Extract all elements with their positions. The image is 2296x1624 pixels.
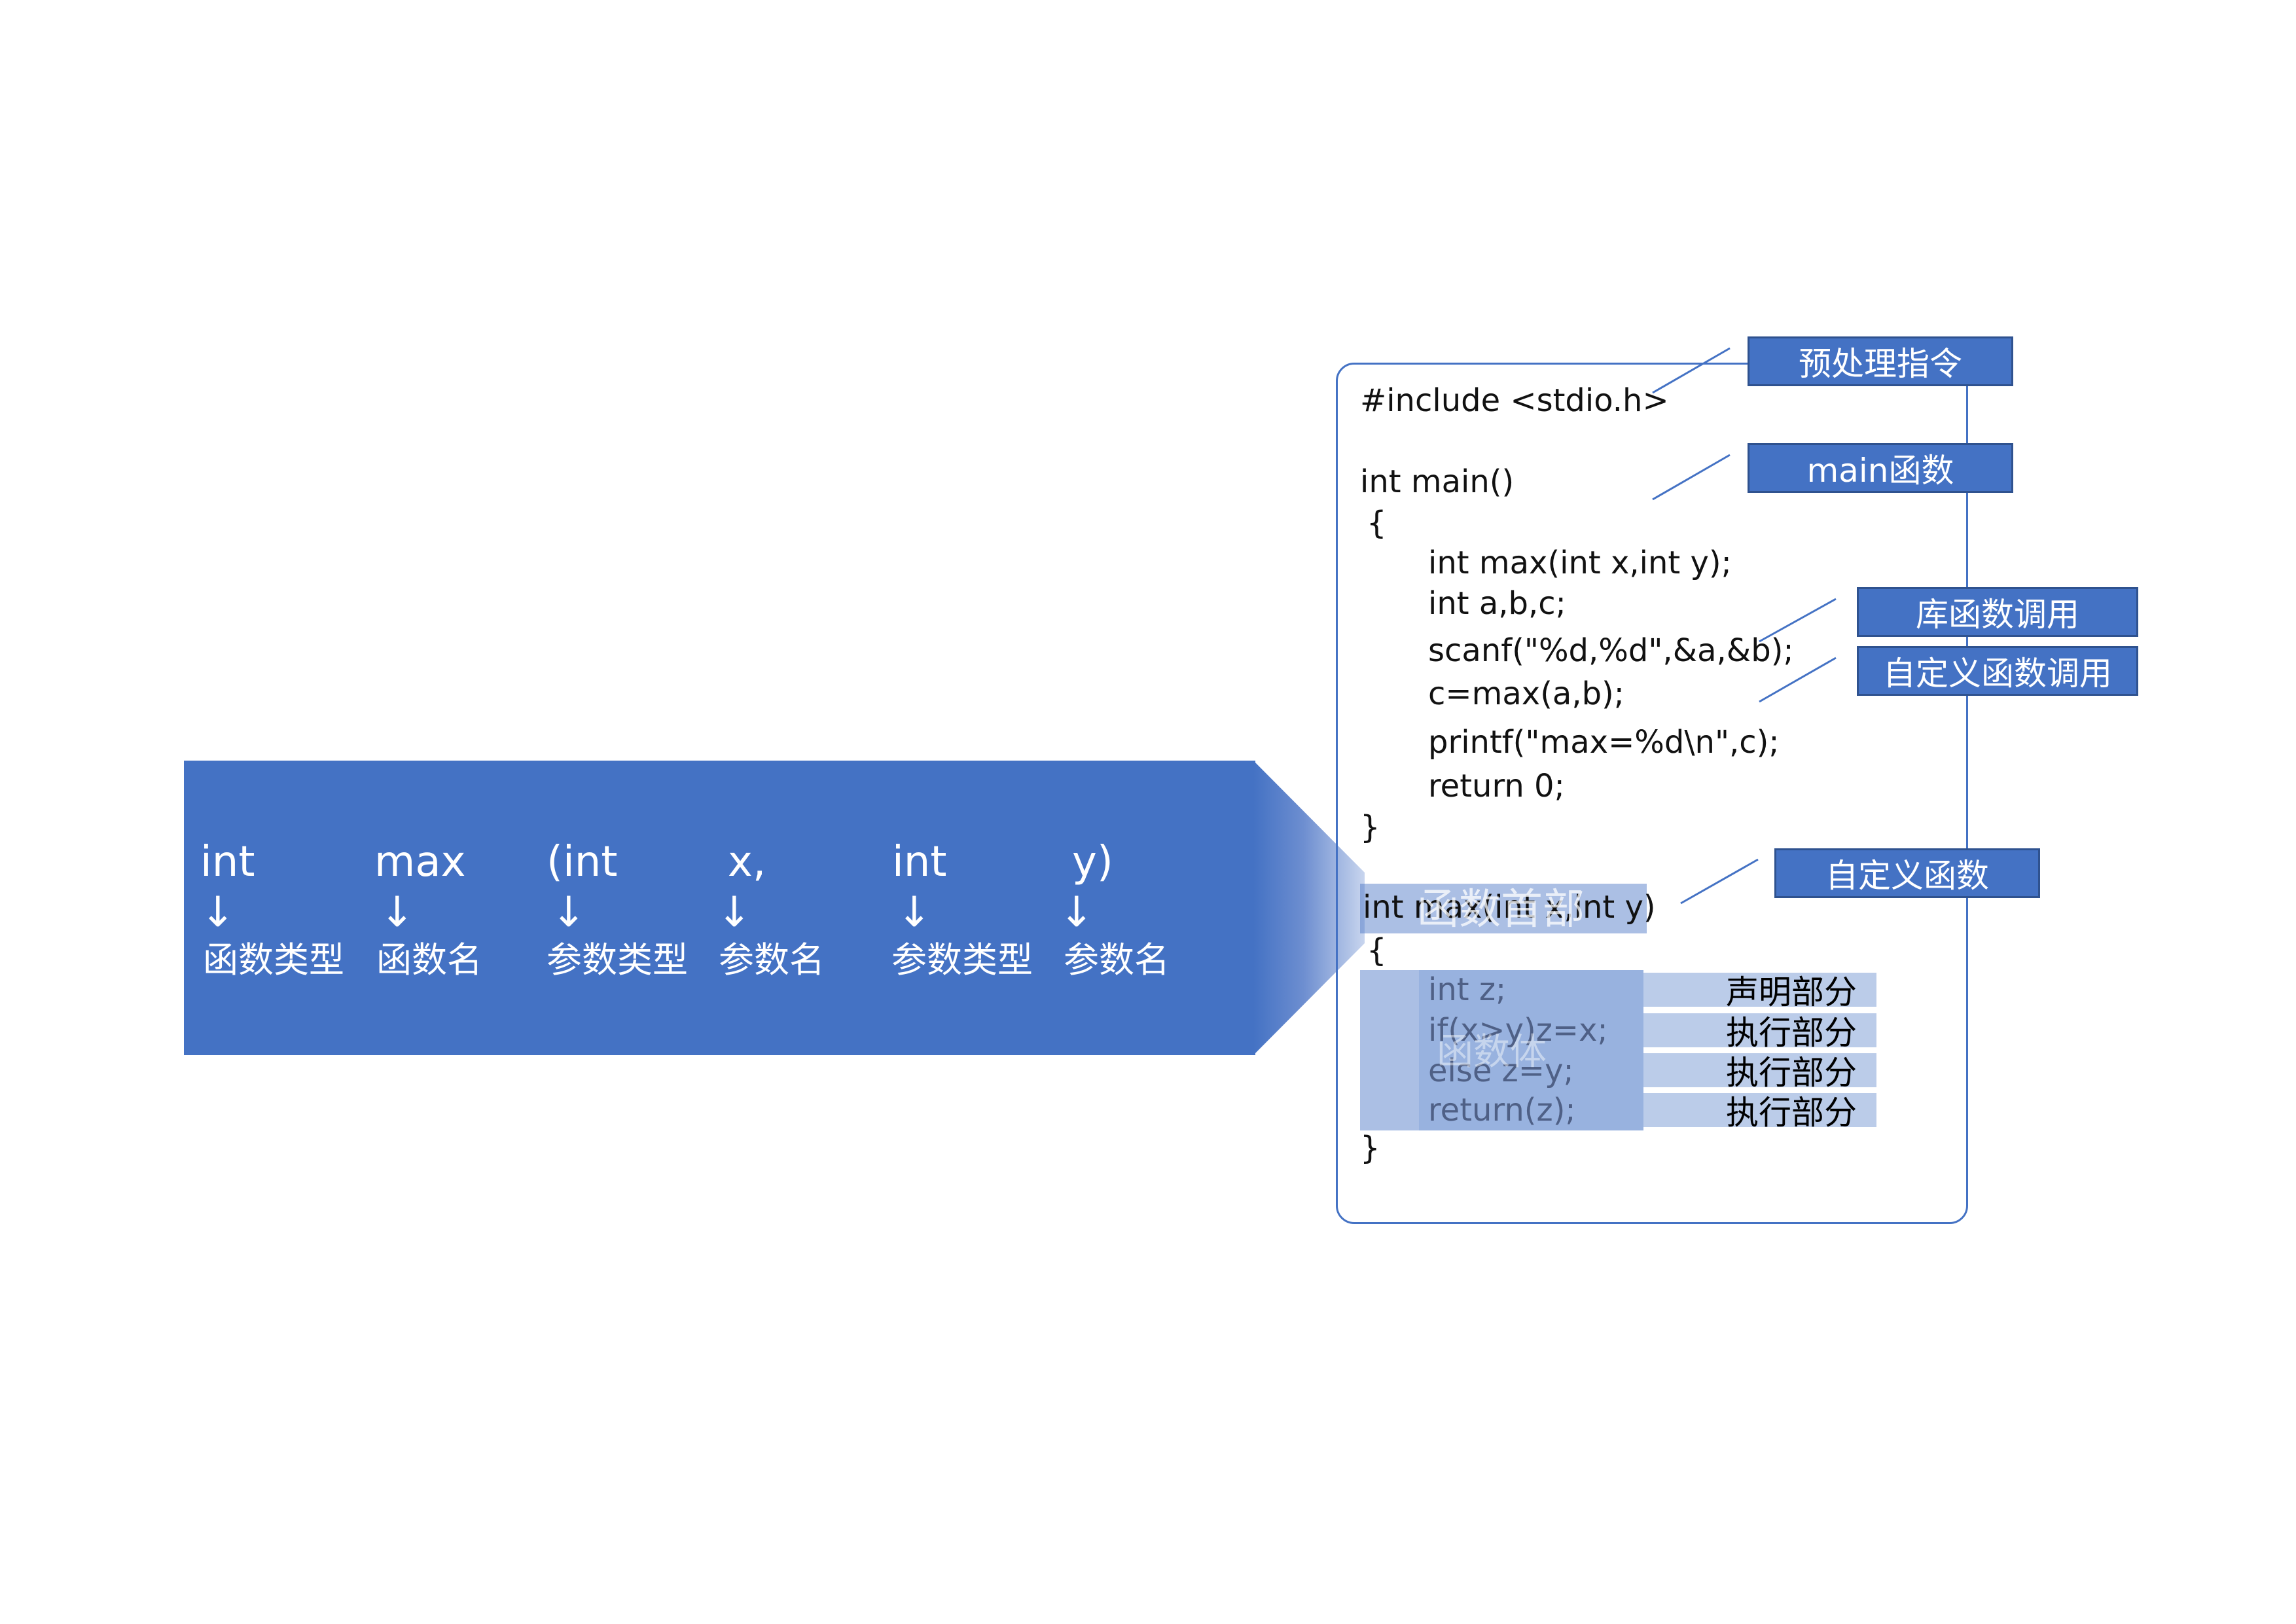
connector-preprocess (1652, 347, 1731, 394)
label-custom-function: 自定义函数 (1774, 848, 2040, 898)
token-int-param1: (int (547, 838, 618, 886)
code-scanf: scanf("%d,%d",&a,&b); (1428, 632, 1794, 669)
code-decl-max: int max(int x,int y); (1428, 545, 1732, 581)
label-preprocess-directive: 预处理指令 (1748, 336, 2013, 386)
code-func-close-brace: } (1360, 1130, 1380, 1166)
connector-lib-call (1759, 598, 1837, 643)
down-arrow-icon: ↓ (717, 888, 752, 937)
code-func-line: if(x>y)z=x; (1428, 1012, 1608, 1049)
code-printf: printf("max=%d\n",c); (1428, 724, 1780, 761)
code-call-max: c=max(a,b); (1428, 676, 1624, 712)
code-func-line: return(z); (1428, 1092, 1576, 1128)
connector-custom-call (1759, 657, 1837, 703)
code-func-line: else z=y; (1428, 1053, 1574, 1089)
token-y: y) (1072, 838, 1113, 886)
label-custom-function-call: 自定义函数调用 (1857, 646, 2138, 696)
code-func-open-brace: { (1367, 932, 1387, 969)
code-include: #include <stdio.h> (1360, 382, 1669, 419)
connector-custom-func (1680, 858, 1759, 905)
down-arrow-icon: ↓ (897, 888, 932, 937)
function-header-banner (184, 761, 1255, 1055)
token-int-param2: int (892, 838, 947, 886)
section-execution: 执行部分 (1643, 1053, 1876, 1092)
label-library-call: 库函数调用 (1857, 587, 2138, 637)
meaning-function-name: 函数名 (376, 939, 482, 981)
code-func-line: int z; (1428, 971, 1507, 1008)
function-body-highlight-left (1360, 970, 1419, 1130)
meaning-param-type-1: 参数类型 (547, 939, 688, 981)
label-main-function: main函数 (1748, 443, 2013, 493)
token-max: max (374, 838, 466, 886)
section-execution: 执行部分 (1643, 1093, 1876, 1132)
token-int-return: int (200, 838, 255, 886)
code-func-header: int max(int x,int y) (1363, 889, 1656, 926)
code-main-signature: int main() (1360, 463, 1515, 500)
meaning-function-type: 函数类型 (203, 939, 344, 981)
down-arrow-icon: ↓ (551, 888, 586, 937)
function-body-label: 函数体 (1437, 1031, 1547, 1074)
code-panel (1336, 363, 1968, 1224)
code-main-close-brace: } (1360, 809, 1380, 846)
meaning-param-type-2: 参数类型 (891, 939, 1033, 981)
section-declaration: 声明部分 (1643, 973, 1876, 1011)
code-main-open-brace: { (1367, 505, 1387, 541)
function-body-highlight (1419, 970, 1643, 1130)
connector-main (1652, 454, 1731, 501)
down-arrow-icon: ↓ (1059, 888, 1094, 937)
meaning-param-name-2: 参数名 (1064, 939, 1170, 981)
token-x: x, (728, 838, 766, 886)
function-header-label: 函数首部 (1417, 886, 1585, 934)
down-arrow-icon: ↓ (200, 888, 236, 937)
code-decl-abc: int a,b,c; (1428, 585, 1566, 622)
meaning-param-name-1: 参数名 (719, 939, 825, 981)
function-header-highlight (1360, 884, 1647, 933)
section-execution: 执行部分 (1643, 1013, 1876, 1052)
code-return-0: return 0; (1428, 768, 1565, 804)
down-arrow-icon: ↓ (380, 888, 415, 937)
